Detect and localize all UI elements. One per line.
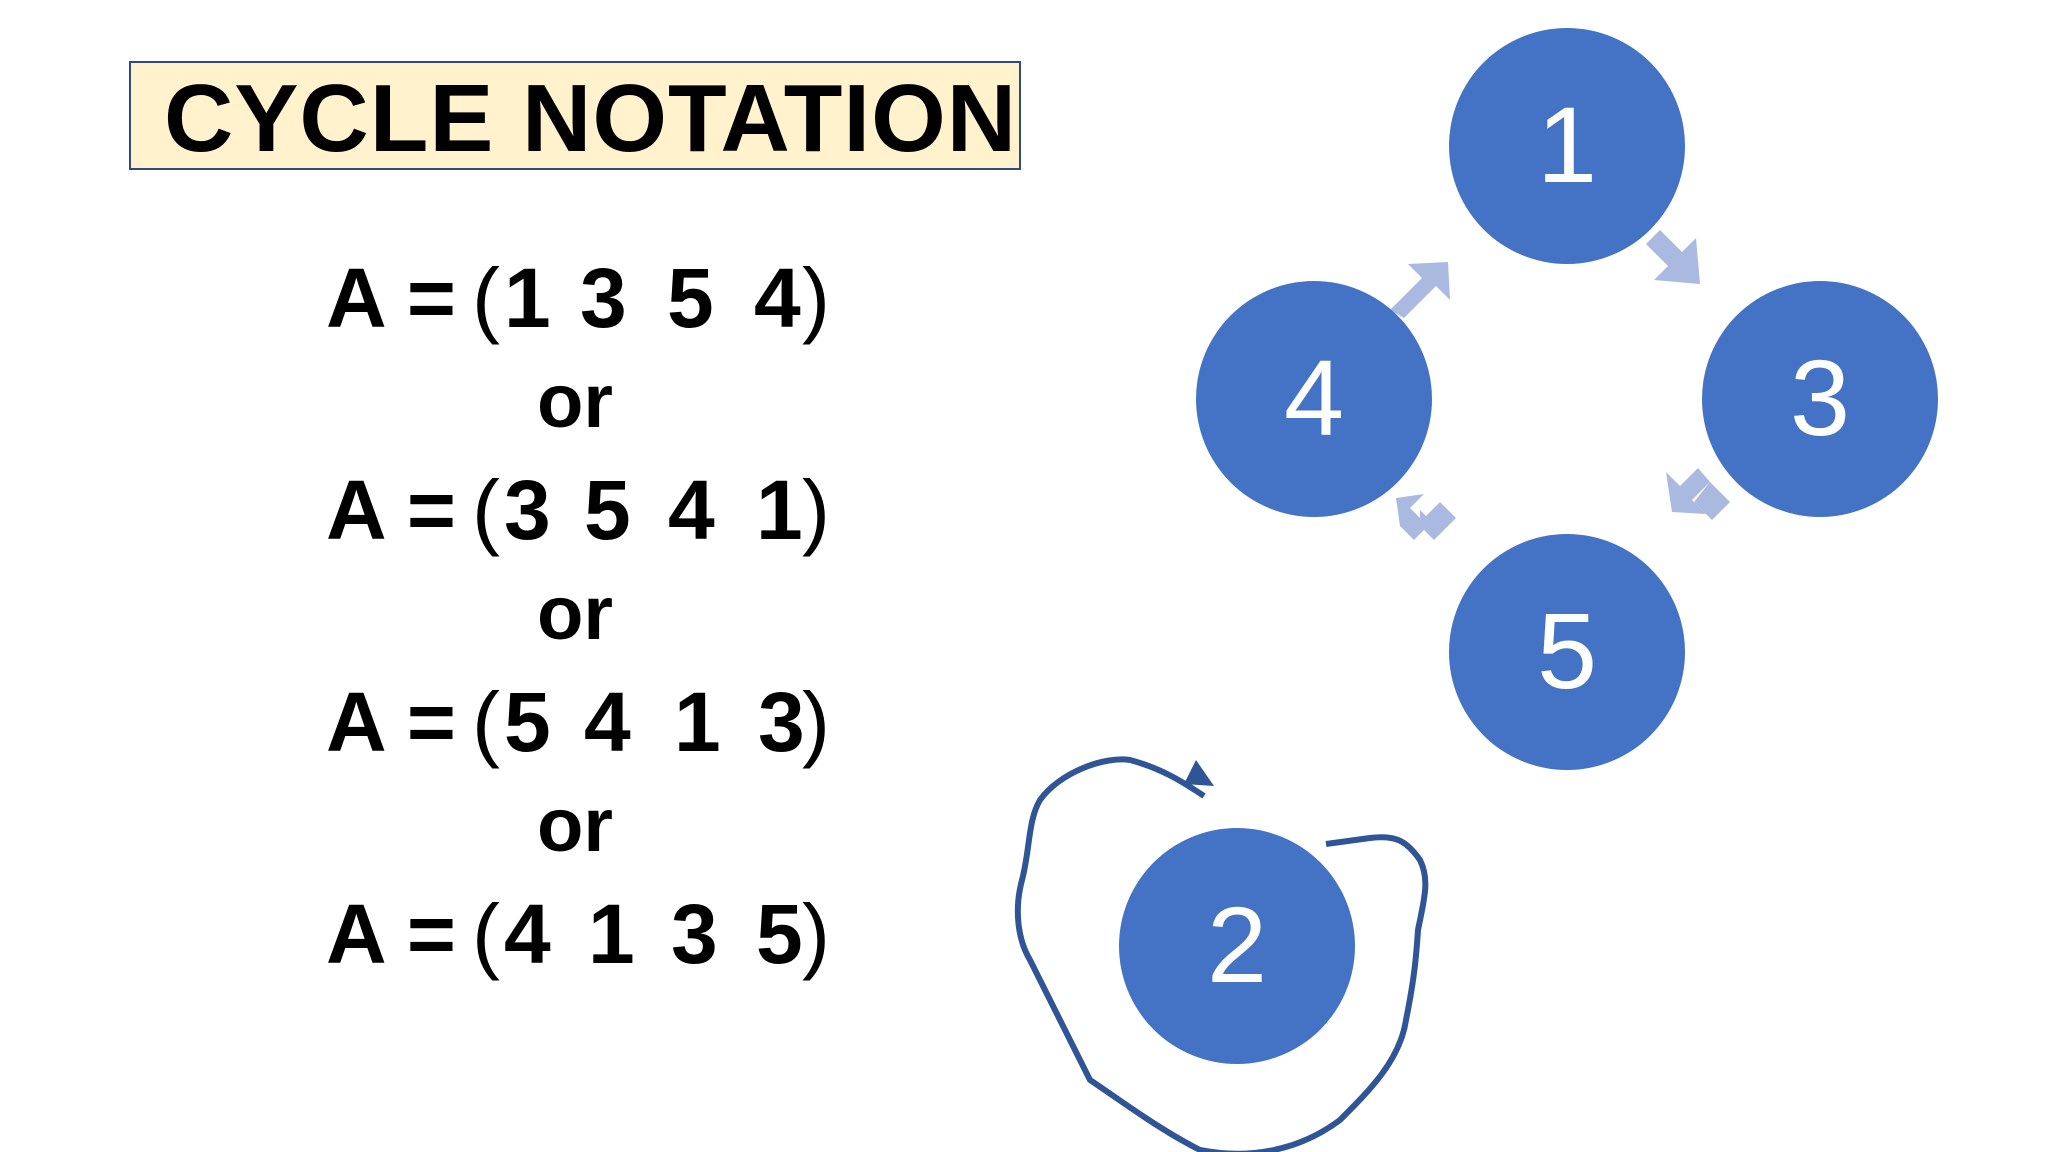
cycle-element: 1 [674, 675, 721, 769]
node-3-circle [1702, 281, 1938, 517]
open-paren: ( [472, 887, 500, 981]
open-paren: ( [472, 463, 500, 557]
cycle-element: 3 [671, 887, 718, 981]
arrow-4-to-1-shape [1390, 262, 1450, 318]
node-4-circle [1196, 281, 1432, 517]
close-paren: ) [802, 675, 830, 769]
cycle-element: 1 [588, 887, 635, 981]
close-paren: ) [802, 463, 830, 557]
node-1: 1 [1449, 28, 1685, 264]
or-separator: or [537, 359, 613, 444]
open-paren: ( [472, 251, 500, 345]
node-1-label: 1 [1537, 84, 1597, 205]
cycle-element: 3 [758, 675, 805, 769]
arrow-3-to-5-tail [1694, 482, 1730, 520]
node-2-circle [1119, 828, 1355, 1064]
arrow-3-to-5 [1666, 468, 1730, 520]
node-2-label: 2 [1207, 884, 1267, 1005]
page-title: CYCLE NOTATION [164, 65, 1018, 172]
cycle-element: 1 [504, 251, 551, 345]
arrow-3-to-5-shape [1666, 468, 1710, 514]
node-5-label: 5 [1537, 590, 1597, 711]
arrow-1-to-3 [1646, 230, 1700, 284]
close-paren: ) [802, 887, 830, 981]
node-2: 2 [1119, 828, 1355, 1064]
cycle-element: 5 [584, 463, 631, 557]
cycle-element: 1 [756, 463, 803, 557]
node-1-circle [1449, 28, 1685, 264]
loop-arrow [1014, 756, 1429, 1152]
equation-lhs: A = [326, 887, 456, 981]
cycle-element: 5 [504, 675, 551, 769]
open-paren: ( [472, 675, 500, 769]
or-separator: or [537, 783, 613, 868]
node-3-label: 3 [1790, 337, 1850, 458]
node-4: 4 [1196, 281, 1432, 517]
equation-lhs: A = [326, 675, 456, 769]
close-paren: ) [802, 251, 830, 345]
arrow-1-to-3-shape [1646, 230, 1700, 284]
arrow-5-to-4 [1396, 494, 1456, 540]
arrow-5-to-4-shape [1396, 494, 1456, 540]
arrow-4-to-1 [1390, 262, 1450, 318]
loop-arrowhead [1184, 760, 1214, 786]
title-box: CYCLE NOTATION [129, 61, 1021, 172]
node-3: 3 [1702, 281, 1938, 517]
node-5-circle [1449, 534, 1685, 770]
equation-lhs: A = [326, 463, 456, 557]
cycle-element: 4 [668, 463, 715, 557]
cycle-element: 3 [580, 251, 627, 345]
cycle-element: 4 [504, 887, 551, 981]
cycle-element: 5 [667, 251, 714, 345]
node-4-label: 4 [1284, 337, 1344, 458]
node-5: 5 [1449, 534, 1685, 770]
cycle-element: 5 [756, 887, 803, 981]
cycle-element: 3 [504, 463, 551, 557]
equation-lhs: A = [326, 251, 456, 345]
or-separator: or [537, 571, 613, 656]
cycle-element: 4 [584, 675, 631, 769]
cycle-element: 4 [754, 251, 801, 345]
